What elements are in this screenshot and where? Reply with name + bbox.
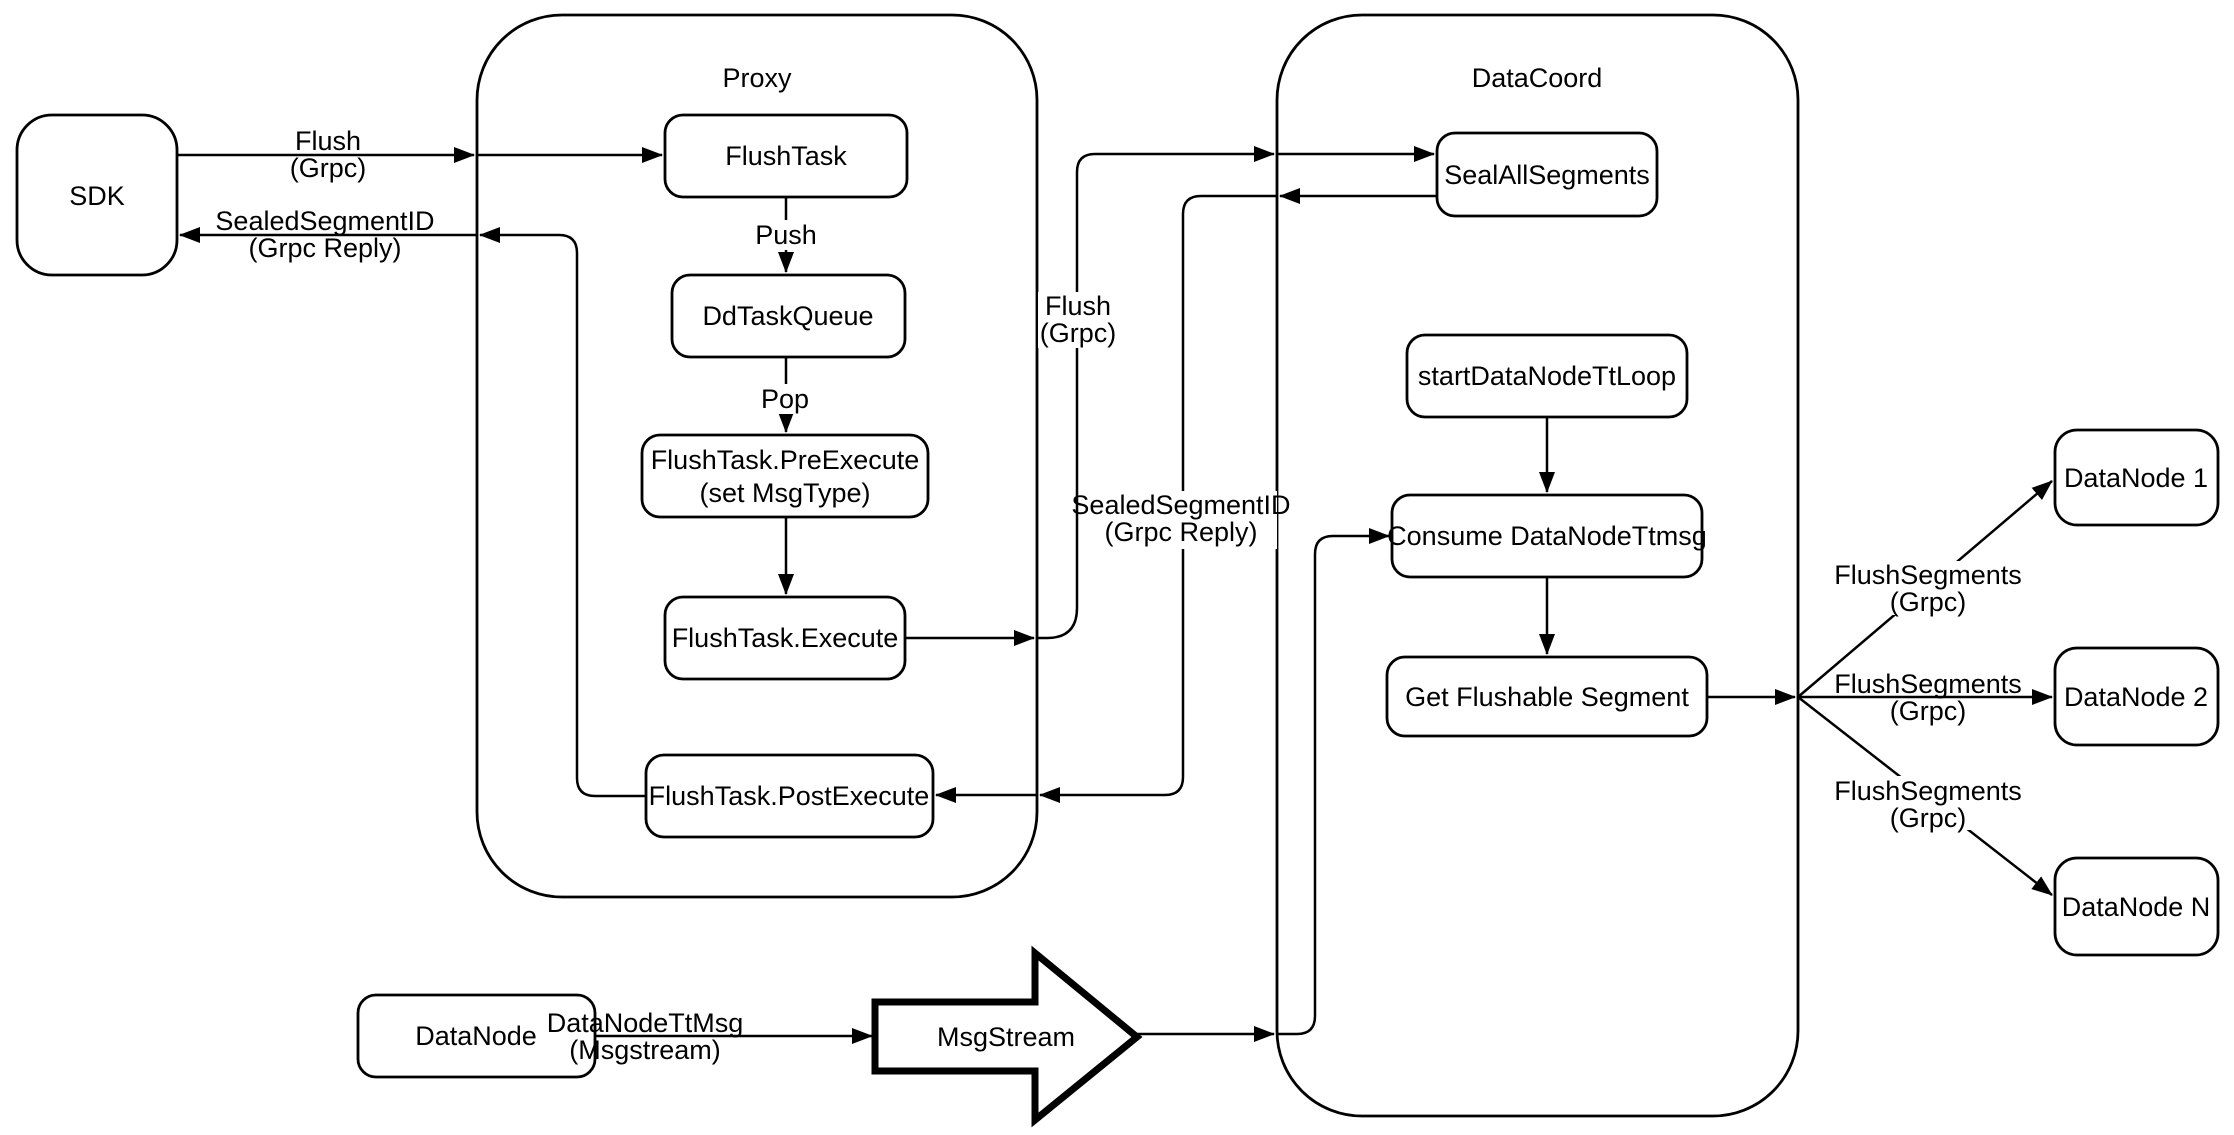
postexecute-label: FlushTask.PostExecute [649, 781, 930, 811]
datanode-source-label: DataNode [415, 1021, 537, 1051]
svg-text:FlushSegments: FlushSegments [1834, 560, 2022, 590]
svg-text:FlushSegments: FlushSegments [1834, 669, 2022, 699]
datanode1-node: DataNode 1 [2053, 428, 2220, 527]
postexecute-node: FlushTask.PostExecute [644, 753, 935, 839]
getflushablesegment-node: Get Flushable Segment [1385, 655, 1709, 738]
startdatanodettloop-label: startDataNodeTtLoop [1418, 361, 1676, 391]
consume-datanodettmsg-label: Consume DataNodeTtmsg [1387, 521, 1707, 551]
svg-text:Pop: Pop [761, 384, 809, 414]
edge-label-flushsegments-1: FlushSegments (Grpc) [1834, 560, 2022, 617]
edge-labels: Flush (Grpc) SealedSegmentID (Grpc Reply… [215, 126, 2021, 1065]
edge-label-push: Push [753, 220, 819, 250]
svg-text:(Grpc): (Grpc) [1890, 587, 1967, 617]
datacoord-container: DataCoord [1275, 13, 1800, 1118]
flushtask-node: FlushTask [663, 113, 909, 199]
svg-text:(Grpc): (Grpc) [1890, 803, 1967, 833]
msgstream-block-arrow-shape [871, 945, 1143, 1128]
datanode2-label: DataNode 2 [2064, 682, 2208, 712]
datacoord-container-title: DataCoord [1472, 63, 1603, 93]
edge-ttmsg-channel-to-consume [1277, 528, 1390, 1036]
svg-text:(Grpc): (Grpc) [290, 153, 367, 183]
svg-text:(Grpc): (Grpc) [1890, 696, 1967, 726]
datanoden-node: DataNode N [2053, 856, 2220, 957]
edge-label-flushsegments-3: FlushSegments (Grpc) [1834, 776, 2022, 833]
edge-label-flushsegments-2: FlushSegments (Grpc) [1834, 669, 2022, 726]
msgstream-label: MsgStream [937, 1022, 1075, 1052]
svg-text:(Grpc Reply): (Grpc Reply) [1104, 517, 1257, 547]
edge-postexecute-to-proxy-edge [479, 227, 646, 798]
startdatanodettloop-node: startDataNodeTtLoop [1405, 333, 1689, 419]
getflushablesegment-label: Get Flushable Segment [1405, 682, 1689, 712]
sdk-node: SDK [15, 113, 179, 277]
edges [177, 146, 2053, 1044]
edge-label-datanodettmsg: DataNodeTtMsg (Msgstream) [547, 1008, 744, 1065]
svg-text:(Grpc Reply): (Grpc Reply) [248, 233, 401, 263]
proxy-container: Proxy [475, 13, 1039, 899]
sdk-label: SDK [69, 181, 125, 211]
edge-label-sealedsegmentid-sdk: SealedSegmentID (Grpc Reply) [215, 206, 434, 263]
proxy-container-title: Proxy [722, 63, 792, 93]
svg-text:SealedSegmentID: SealedSegmentID [215, 206, 434, 236]
consume-datanodettmsg-node: Consume DataNodeTtmsg [1387, 493, 1707, 579]
datanoden-label: DataNode N [2062, 892, 2211, 922]
svg-text:(Msgstream): (Msgstream) [569, 1035, 721, 1065]
edge-label-sealedsegmentid-mid: SealedSegmentID (Grpc Reply) [1071, 490, 1291, 549]
edge-label-pop: Pop [758, 384, 812, 414]
ddtaskqueue-node: DdTaskQueue [670, 273, 907, 359]
preexecute-label-line2: (set MsgType) [699, 478, 870, 508]
datanode-source-node: DataNode [356, 993, 597, 1079]
svg-text:(Grpc): (Grpc) [1040, 318, 1117, 348]
execute-label: FlushTask.Execute [672, 623, 899, 653]
edge-label-flush-mid: Flush (Grpc) [1038, 291, 1118, 348]
svg-text:SealedSegmentID: SealedSegmentID [1071, 490, 1290, 520]
svg-text:DataNodeTtMsg: DataNodeTtMsg [547, 1008, 744, 1038]
datanode2-node: DataNode 2 [2053, 646, 2220, 747]
msgstream-node: MsgStream [871, 945, 1143, 1128]
ddtaskqueue-label: DdTaskQueue [702, 301, 873, 331]
sealallsegments-label: SealAllSegments [1444, 160, 1650, 190]
datanode1-label: DataNode 1 [2064, 463, 2208, 493]
svg-text:Flush: Flush [295, 126, 361, 156]
svg-text:Push: Push [755, 220, 817, 250]
svg-text:Flush: Flush [1045, 291, 1111, 321]
svg-text:FlushSegments: FlushSegments [1834, 776, 2022, 806]
execute-node: FlushTask.Execute [663, 595, 907, 681]
edge-flush-channel-to-datacoord [1037, 146, 1275, 640]
edge-label-flush-sdk: Flush (Grpc) [290, 126, 367, 183]
sealallsegments-node: SealAllSegments [1435, 131, 1659, 218]
flushtask-label: FlushTask [725, 141, 847, 171]
preexecute-node: FlushTask.PreExecute (set MsgType) [640, 433, 930, 519]
preexecute-label-line1: FlushTask.PreExecute [651, 445, 920, 475]
